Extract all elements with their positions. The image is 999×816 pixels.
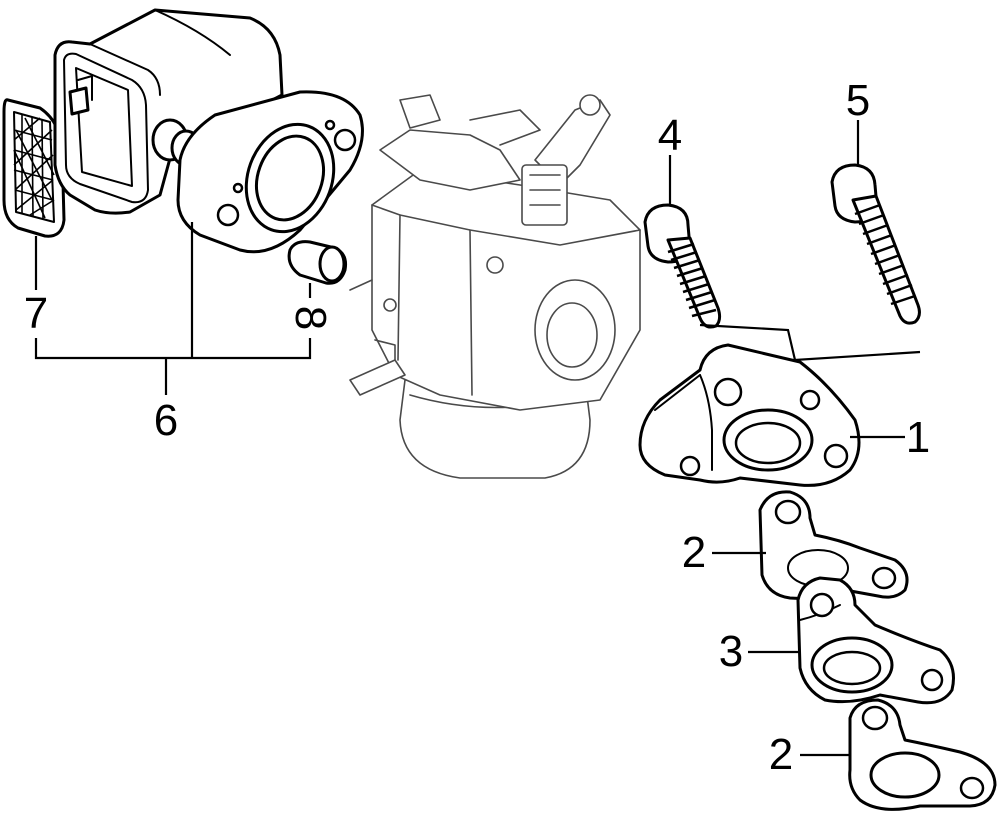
callout-2-upper: 2 [682, 528, 706, 577]
gasket-part-2-upper [758, 490, 909, 600]
callout-5: 5 [846, 76, 870, 125]
callout-2-lower: 2 [769, 730, 793, 779]
spacer-part-3 [796, 576, 955, 705]
bolt-part-4 [643, 203, 722, 329]
callout-1: 1 [906, 413, 930, 462]
gasket-part-2-lower [848, 698, 997, 811]
bolt-part-5 [830, 163, 921, 325]
screen-part [2, 98, 66, 238]
callout-3: 3 [719, 627, 743, 676]
callout-4: 4 [658, 111, 682, 160]
leader-lines [34, 120, 905, 757]
callout-6: 6 [154, 396, 178, 445]
insulator-part-1 [638, 343, 861, 487]
carburetor-drawing [349, 94, 641, 479]
callout-7: 7 [24, 289, 48, 338]
air-housing-part [53, 8, 364, 285]
callout-8: 8 [286, 306, 335, 330]
bolt-assembly-line [699, 323, 921, 362]
